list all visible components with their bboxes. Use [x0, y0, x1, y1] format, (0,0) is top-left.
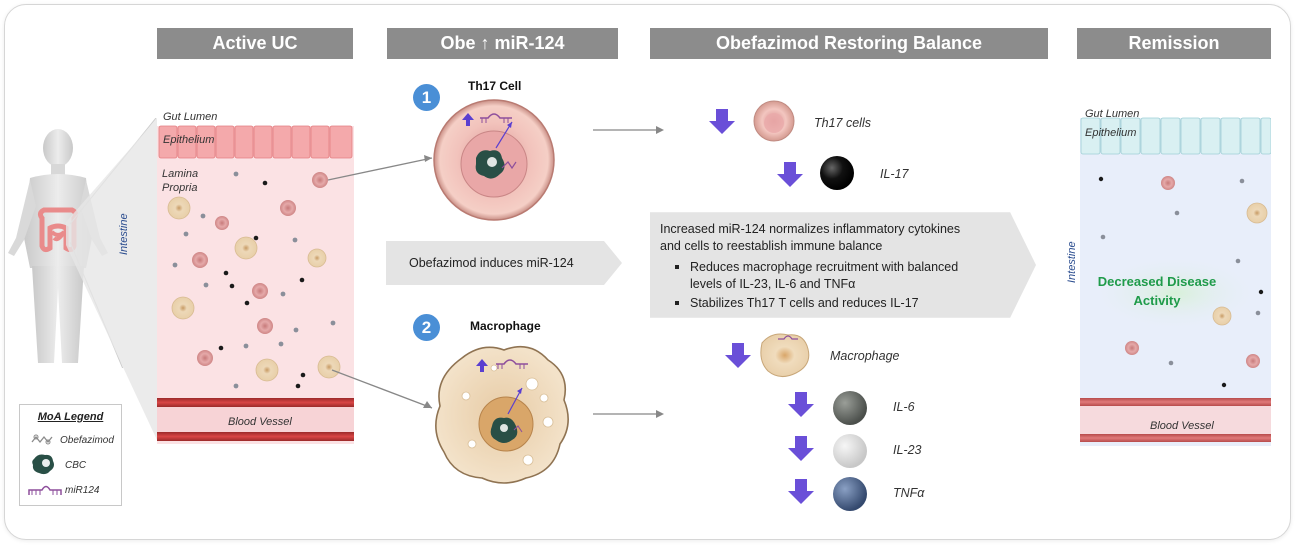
obefazimod-icon: [31, 434, 53, 445]
th17-cell-icon: [433, 99, 555, 221]
il6-label: IL-6: [893, 400, 915, 414]
summary-line-2: and cells to reestablish immune balance: [660, 239, 883, 253]
legend-obefazimod: Obefazimod: [60, 435, 114, 446]
legend-title: MoA Legend: [37, 411, 104, 423]
summary-arrow-box: [650, 212, 1037, 318]
step-2-badge: 2: [413, 314, 440, 341]
intestine-label-right: Intestine: [1066, 241, 1078, 283]
decreased-line-2: Activity: [1133, 293, 1181, 308]
il17-label: IL-17: [880, 167, 909, 181]
induces-mir124-text: Obefazimod induces miR-124: [409, 256, 574, 270]
summary-bullet-1-line-b: levels of IL-23, IL-6 and TNFα: [690, 277, 856, 291]
legend-mir124: miR124: [65, 485, 100, 496]
cbc-icon: [32, 454, 54, 475]
epithelium-label-right: Epithelium: [1085, 127, 1137, 139]
summary-bullet-1-line-a: Reduces macrophage recruitment with bala…: [690, 260, 959, 274]
header-active-uc: Active UC: [157, 28, 353, 59]
gut-lumen-label-right: Gut Lumen: [1085, 108, 1140, 120]
intestine-label-left: Intestine: [118, 213, 130, 255]
tissue-to-cell-arrows: [327, 155, 433, 409]
gut-lumen-label: Gut Lumen: [163, 111, 218, 123]
decreased-line-1: Decreased Disease: [1097, 274, 1217, 289]
zoom-wedge: [66, 118, 157, 440]
header-obe-mir124: Obe ↑ miR-124: [387, 28, 618, 59]
header-restoring-balance: Obefazimod Restoring Balance: [650, 28, 1048, 59]
outcome-arrows: [593, 126, 664, 418]
epithelium-label: Epithelium: [163, 134, 215, 146]
step-1-badge: 1: [413, 84, 440, 111]
propria-label: Propria: [162, 182, 198, 194]
summary-line-1: Increased miR-124 normalizes inflammator…: [660, 222, 961, 236]
legend-cbc: CBC: [65, 460, 87, 471]
th17-cells-label: Th17 cells: [814, 116, 871, 130]
il23-label: IL-23: [893, 443, 922, 457]
tnfa-label: TNFα: [893, 486, 925, 500]
macrophage-title: Macrophage: [470, 319, 541, 333]
remission-tissue-panel: [1080, 108, 1271, 446]
lamina-label: Lamina: [162, 168, 199, 180]
summary-bullet-1: Reduces macrophage recruitment with bala…: [672, 259, 1010, 293]
outcomes-graphic: [709, 100, 867, 511]
blood-vessel-label-right: Blood Vessel: [1150, 420, 1214, 432]
obefazimod-induces-arrow: [386, 241, 622, 285]
moa-legend: MoA Legend Obefazimod CBC miR124: [19, 404, 122, 506]
summary-bullets: Reduces macrophage recruitment with bala…: [672, 259, 1010, 312]
macrophage-cell-icon: [435, 345, 569, 484]
blood-vessel-label-left: Blood Vessel: [228, 416, 292, 428]
macrophage-label: Macrophage: [830, 349, 900, 363]
summary-bullet-2: Stabilizes Th17 T cells and reduces IL-1…: [672, 295, 1010, 312]
inflamed-tissue-panel: [157, 108, 354, 444]
mir124-icon: [28, 485, 62, 495]
summary-text: Increased miR-124 normalizes inflammator…: [660, 221, 1010, 314]
decreased-disease-activity: Decreased Disease Activity: [1090, 272, 1224, 310]
th17-cell-title: Th17 Cell: [468, 79, 522, 93]
header-remission: Remission: [1077, 28, 1271, 59]
